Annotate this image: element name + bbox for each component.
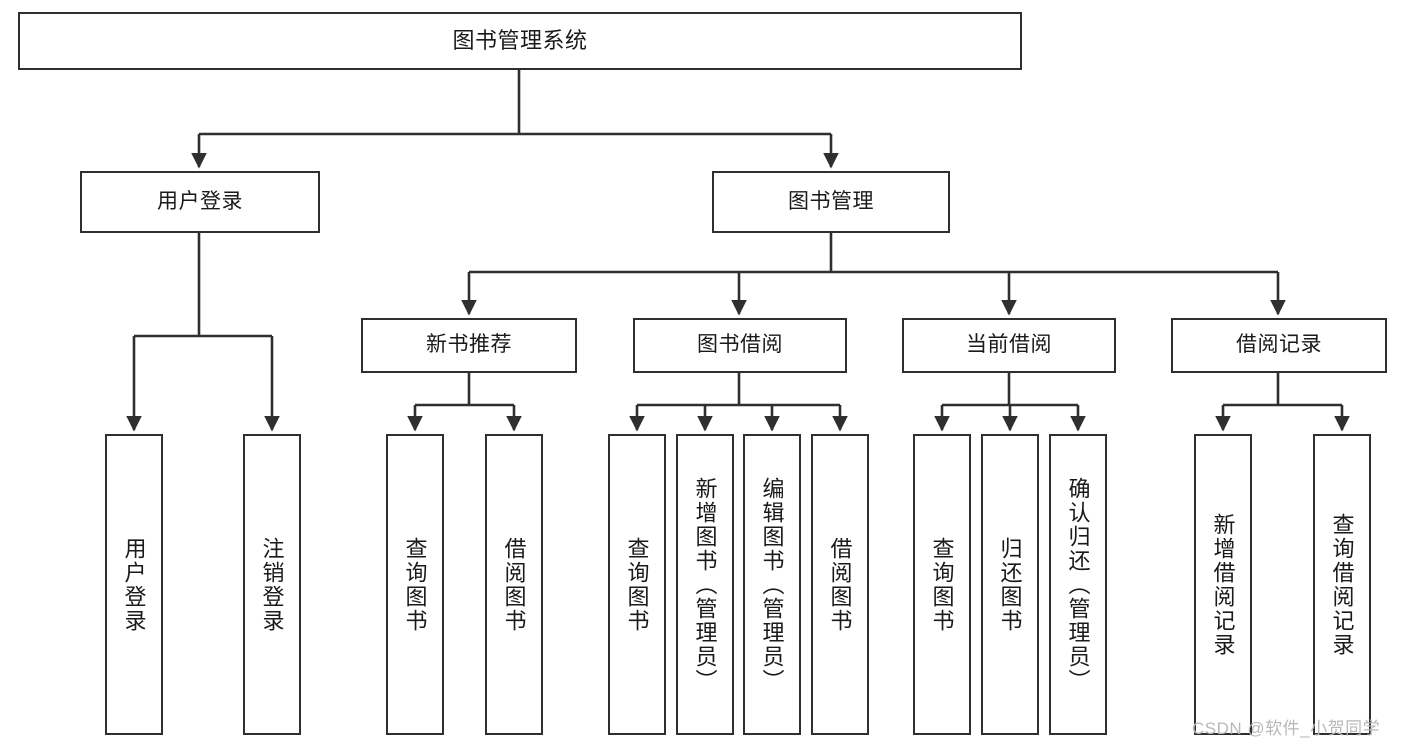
leaf-label: 借阅图书 <box>827 536 853 633</box>
node-borrow-record[interactable]: 借阅记录 <box>1171 318 1387 373</box>
leaf-book-borrow-edit[interactable]: 编辑图书（管理员） <box>743 434 801 735</box>
node-root[interactable]: 图书管理系统 <box>18 12 1022 70</box>
leaf-label: 查询图书 <box>402 536 428 633</box>
watermark: CSDN @软件_小贺同学 <box>1192 719 1381 738</box>
leaf-label: 归还图书 <box>997 536 1023 633</box>
leaf-label: 查询图书 <box>929 536 955 633</box>
node-book-manage-label: 图书管理 <box>788 189 874 213</box>
leaf-borrow-record-query[interactable]: 查询借阅记录 <box>1313 434 1371 735</box>
leaf-new-book-query[interactable]: 查询图书 <box>386 434 444 735</box>
node-book-manage[interactable]: 图书管理 <box>712 171 950 233</box>
leaf-label: 新增图书（管理员） <box>692 476 718 693</box>
leaf-label: 编辑图书（管理员） <box>759 476 785 693</box>
node-new-book[interactable]: 新书推荐 <box>361 318 577 373</box>
leaf-new-book-borrow[interactable]: 借阅图书 <box>485 434 543 735</box>
leaf-label: 查询图书 <box>624 536 650 633</box>
leaf-book-borrow-add[interactable]: 新增图书（管理员） <box>676 434 734 735</box>
leaf-label: 注销登录 <box>259 536 285 633</box>
leaf-current-borrow-confirm[interactable]: 确认归还（管理员） <box>1049 434 1107 735</box>
leaf-current-borrow-query[interactable]: 查询图书 <box>913 434 971 735</box>
leaf-borrow-record-add[interactable]: 新增借阅记录 <box>1194 434 1252 735</box>
leaf-label: 用户登录 <box>121 536 147 633</box>
leaf-book-borrow-query[interactable]: 查询图书 <box>608 434 666 735</box>
node-user-login-label: 用户登录 <box>157 189 243 213</box>
node-book-borrow-label: 图书借阅 <box>697 333 783 357</box>
leaf-current-borrow-return[interactable]: 归还图书 <box>981 434 1039 735</box>
leaf-book-borrow-borrow[interactable]: 借阅图书 <box>811 434 869 735</box>
node-current-borrow[interactable]: 当前借阅 <box>902 318 1116 373</box>
node-borrow-record-label: 借阅记录 <box>1236 333 1322 357</box>
node-book-borrow[interactable]: 图书借阅 <box>633 318 847 373</box>
leaf-user-login-logout[interactable]: 注销登录 <box>243 434 301 735</box>
leaf-label: 查询借阅记录 <box>1329 512 1355 657</box>
leaf-label: 新增借阅记录 <box>1210 512 1236 657</box>
leaf-label: 确认归还（管理员） <box>1065 476 1091 693</box>
leaf-user-login-login[interactable]: 用户登录 <box>105 434 163 735</box>
leaf-label: 借阅图书 <box>501 536 527 633</box>
node-user-login[interactable]: 用户登录 <box>80 171 320 233</box>
node-root-label: 图书管理系统 <box>452 28 588 54</box>
node-new-book-label: 新书推荐 <box>426 333 512 357</box>
node-current-borrow-label: 当前借阅 <box>966 333 1052 357</box>
